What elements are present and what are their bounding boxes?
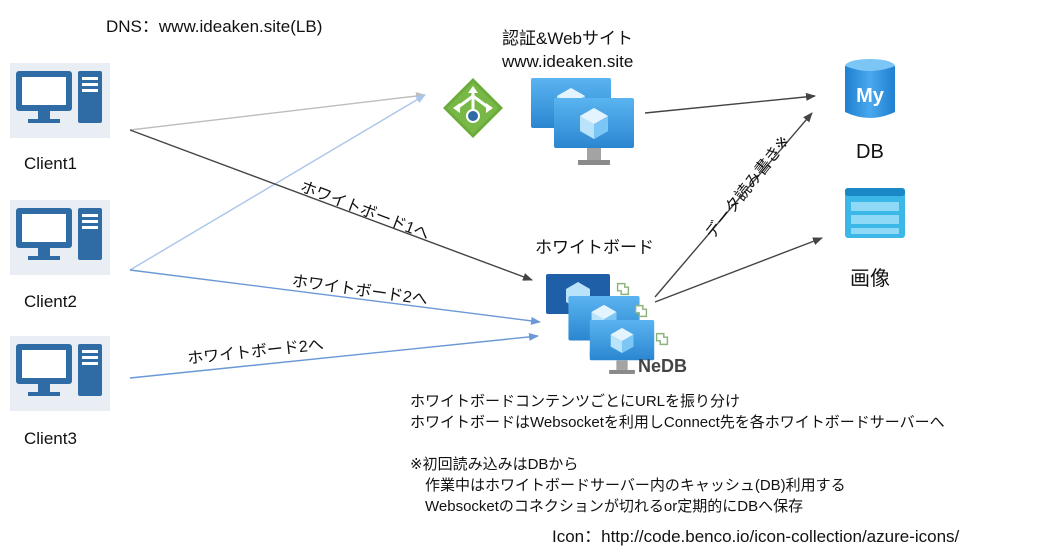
note-line-5: 作業中はホワイトボードサーバー内のキャッシュ(DB)利用する xyxy=(410,477,846,494)
edge-client2-to-loadbalancer xyxy=(129,94,426,271)
storage-icon xyxy=(845,188,905,238)
svg-text:My: My xyxy=(856,85,885,107)
mysql-database-icon: My xyxy=(845,59,895,118)
client2-label: Client2 xyxy=(24,292,77,311)
edge-client3-to-whiteboard xyxy=(129,332,539,379)
notes-block: ホワイトボードコンテンツごとにURLを振り分け ホワイトボードはWebsocke… xyxy=(410,391,945,517)
edge-client2-to-whiteboard xyxy=(129,269,541,325)
dns-label: DNS：www.ideaken.site(LB) xyxy=(106,17,323,36)
client1-monitor-icon xyxy=(10,63,110,138)
whiteboard-title: ホワイトボード xyxy=(535,238,654,257)
auth-site-title: 認証&Webサイト xyxy=(502,29,633,48)
db-label: DB xyxy=(856,141,884,163)
client2-monitor-icon xyxy=(10,200,110,275)
icon-credit: Icon：http://code.benco.io/icon-collectio… xyxy=(552,527,960,546)
client3-monitor-icon xyxy=(10,336,110,411)
note-line-4: ※初回読み込みはDBから xyxy=(410,456,579,473)
edge-web-to-db xyxy=(644,92,816,114)
edge-client1-to-whiteboard xyxy=(129,129,533,281)
note-line-1: ホワイトボードコンテンツごとにURLを振り分け xyxy=(410,393,741,410)
nedb-label: NeDB xyxy=(638,356,688,376)
note-line-3 xyxy=(410,433,945,454)
note-line-2: ホワイトボードはWebsocketを利用しConnect先を各ホワイトボードサー… xyxy=(410,414,945,431)
whiteboard-vm-cluster-icon xyxy=(546,274,669,374)
edge-whiteboard-to-images xyxy=(654,237,823,303)
client3-label: Client3 xyxy=(24,429,77,448)
client1-label: Client1 xyxy=(24,154,77,173)
images-label: 画像 xyxy=(850,268,890,290)
load-balancer-icon xyxy=(443,78,503,138)
edge-client1-to-loadbalancer xyxy=(129,92,426,131)
note-line-6: Websocketのコネクションが切れるor定期的にDBへ保存 xyxy=(410,498,804,515)
edge-whiteboard-to-db xyxy=(654,112,813,298)
auth-web-vm-icon xyxy=(531,78,634,165)
auth-site-url: www.ideaken.site xyxy=(502,52,634,71)
